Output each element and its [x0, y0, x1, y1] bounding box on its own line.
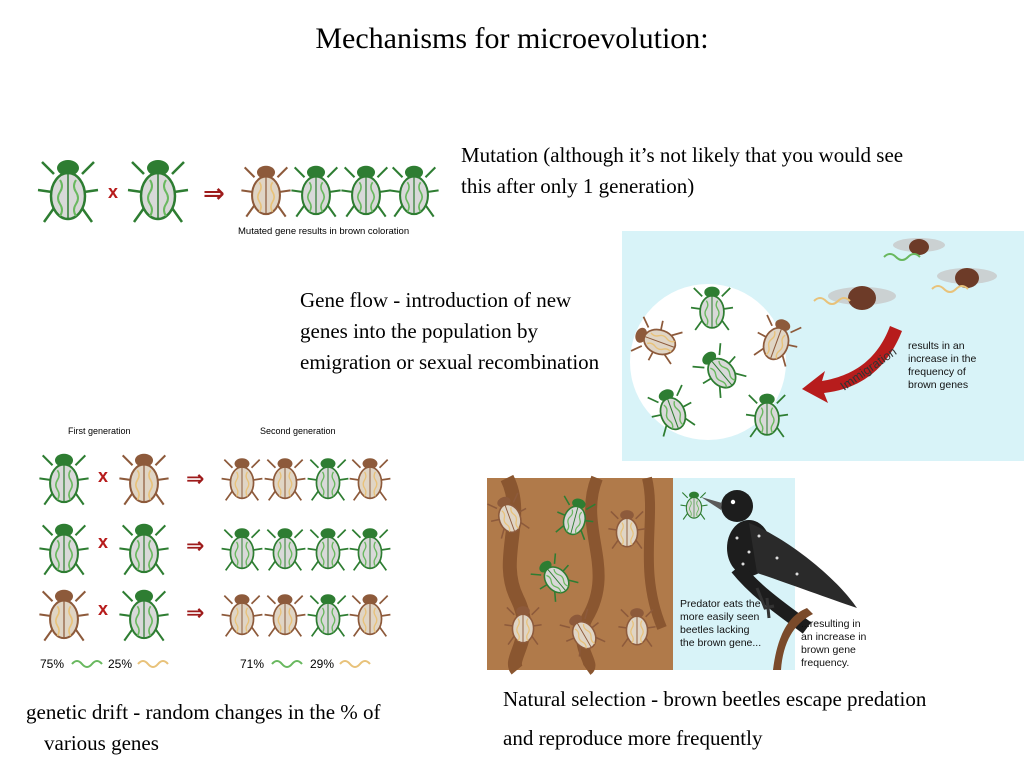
selection-result-text: ...resulting in an increase in brown gen… — [801, 618, 867, 669]
natural-selection-panel: Predator eats the more easily seen beetl… — [483, 474, 875, 675]
offspring-beetle-green-3 — [388, 164, 440, 218]
flying-beetle-3 — [828, 286, 896, 310]
first-brown-percent: 25% — [108, 657, 132, 671]
flying-beetle-1 — [893, 238, 945, 255]
natural-selection-caption: Natural selection - brown beetles escape… — [503, 687, 927, 750]
first-green-percent: 75% — [40, 657, 64, 671]
second-brown-percent: 29% — [310, 657, 334, 671]
svg-text:⇒: ⇒ — [186, 601, 204, 626]
genetic-drift-caption: genetic drift - random changes in the % … — [26, 697, 386, 759]
gene-flow-illustration: Immigration — [627, 238, 997, 440]
genetic-drift-caption-text: genetic drift - random changes in the % … — [26, 700, 381, 755]
flying-beetle-2 — [937, 268, 997, 288]
offspring-beetle-green-2 — [340, 164, 392, 218]
svg-text:⇒: ⇒ — [186, 467, 204, 492]
starling-bird — [701, 490, 857, 634]
parent-beetle-green-1 — [36, 158, 100, 224]
mutation-caption: Mutation (although it’s not likely that … — [461, 143, 904, 198]
predator-text: Predator eats the more easily seen beetl… — [680, 598, 762, 649]
svg-text:x: x — [98, 599, 108, 619]
slide-title: Mechanisms for microevolution: — [315, 22, 709, 55]
branch — [773, 608, 813, 670]
offspring-beetle-green-1 — [290, 164, 342, 218]
immigration-label: Immigration — [838, 345, 900, 394]
natural-selection-illustration — [483, 474, 857, 675]
gene-flow-result-text: results in an increase in the frequency … — [908, 340, 977, 391]
first-generation-label: First generation — [68, 426, 131, 436]
second-green-percent: 71% — [240, 657, 264, 671]
gene-flow-caption: Gene flow - introduction of new genes in… — [300, 288, 600, 374]
svg-text:x: x — [98, 532, 108, 552]
mutation-image-label: Mutated gene results in brown coloration — [238, 226, 409, 237]
immigration-arrow — [802, 326, 902, 403]
offspring-beetle-brown — [240, 164, 292, 218]
mutation-illustration: x ⇒ Mutated gene results in brown colora… — [36, 158, 440, 237]
svg-text:x: x — [98, 466, 108, 486]
gene-flow-panel: Immigration results in an increase in th… — [622, 231, 1024, 461]
arrow-icon: ⇒ — [203, 179, 225, 209]
parent-beetle-green-2 — [126, 158, 190, 224]
cross-symbol: x — [108, 182, 118, 202]
second-generation-label: Second generation — [260, 426, 336, 436]
genetic-drift-illustration: First generation Second generation x ⇒ x… — [38, 426, 392, 671]
svg-text:⇒: ⇒ — [186, 534, 204, 559]
